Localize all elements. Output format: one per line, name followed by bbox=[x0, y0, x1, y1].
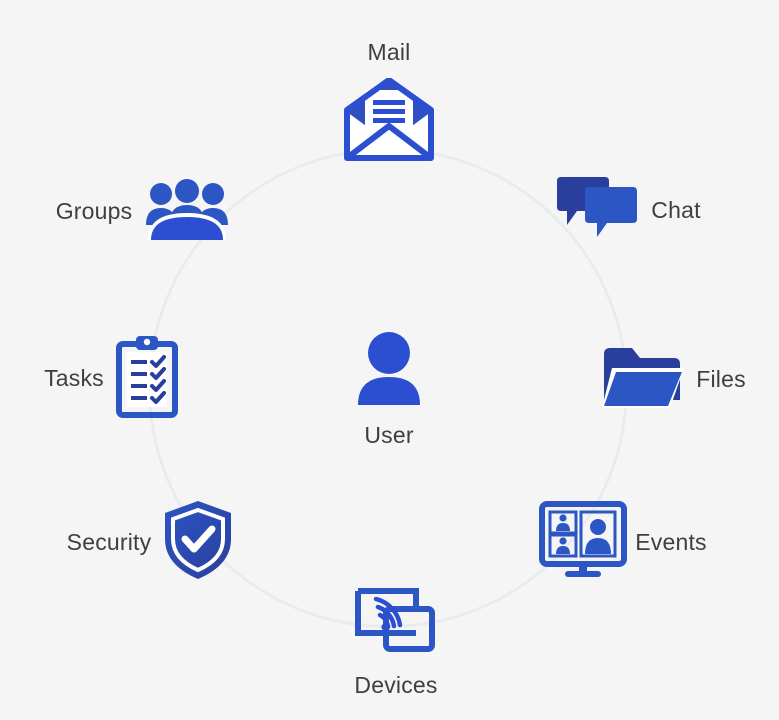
mail-icon bbox=[343, 77, 435, 167]
node-chat-label: Chat bbox=[651, 196, 701, 223]
node-user-label: User bbox=[364, 422, 414, 448]
node-files-label: Files bbox=[696, 365, 746, 392]
node-security[interactable]: Security bbox=[62, 498, 240, 586]
node-devices-label: Devices bbox=[354, 672, 438, 698]
node-user-center[interactable]: User bbox=[330, 330, 448, 448]
node-groups[interactable]: Groups bbox=[48, 172, 238, 250]
files-icon bbox=[602, 344, 686, 415]
security-icon bbox=[161, 499, 235, 586]
groups-icon bbox=[144, 178, 230, 245]
devices-icon bbox=[354, 585, 438, 660]
node-mail-label: Mail bbox=[367, 39, 411, 65]
events-icon bbox=[539, 500, 628, 584]
node-tasks-label: Tasks bbox=[44, 364, 104, 391]
tasks-icon bbox=[115, 334, 178, 423]
node-events[interactable]: Events bbox=[530, 500, 716, 584]
node-security-label: Security bbox=[66, 528, 152, 555]
node-devices[interactable]: Devices bbox=[326, 582, 466, 700]
chat-icon bbox=[555, 176, 639, 244]
node-groups-label: Groups bbox=[55, 197, 133, 224]
node-events-label: Events bbox=[635, 528, 707, 555]
node-tasks[interactable]: Tasks bbox=[32, 332, 190, 424]
node-mail[interactable]: Mail bbox=[318, 34, 460, 174]
node-chat[interactable]: Chat bbox=[545, 170, 711, 250]
node-files[interactable]: Files bbox=[595, 338, 753, 420]
user-icon bbox=[352, 331, 426, 412]
